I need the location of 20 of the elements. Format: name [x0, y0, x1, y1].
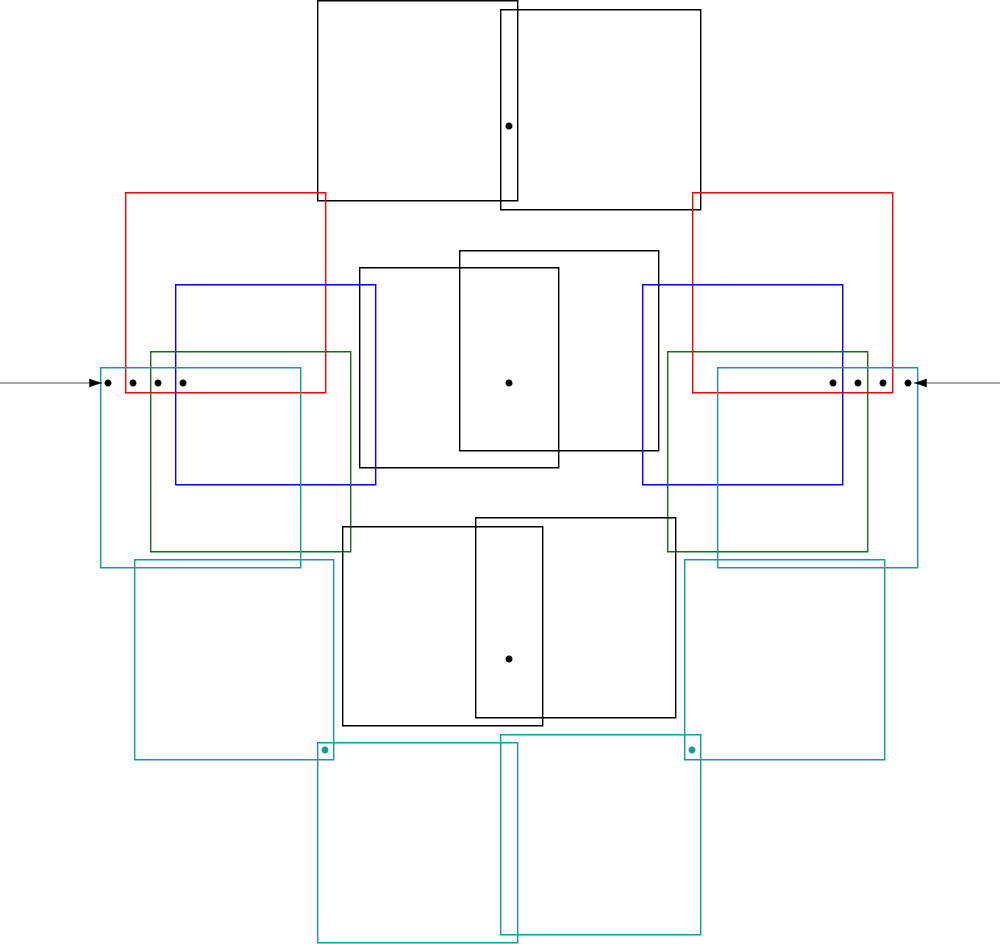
square-outline	[684, 559, 886, 761]
square-outline	[175, 284, 377, 486]
square-outline	[642, 284, 844, 486]
square-outline	[500, 734, 702, 936]
square-outline	[342, 526, 544, 727]
square-outline	[317, 742, 519, 944]
square-outline	[692, 192, 894, 394]
square-outline	[100, 367, 302, 569]
square-outline	[459, 250, 660, 452]
square-outline	[150, 351, 352, 553]
square-outline	[125, 192, 327, 394]
square-outline	[475, 517, 677, 719]
square-outline	[359, 267, 560, 469]
square-outline	[317, 0, 519, 202]
square-outline	[134, 559, 335, 761]
square-outline	[500, 9, 702, 211]
square-outline	[717, 367, 919, 569]
arrow	[914, 378, 1001, 388]
square-outline	[667, 351, 869, 553]
arrow	[0, 378, 102, 388]
